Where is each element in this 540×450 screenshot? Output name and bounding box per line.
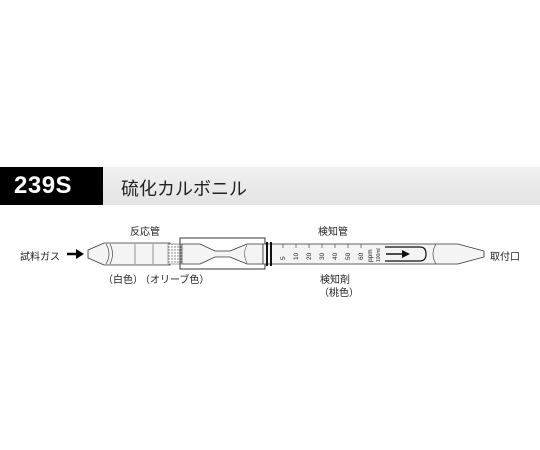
detector-tube: 5 10 20 30 40 50 60 ppm 100ml bbox=[262, 242, 485, 266]
detector-tube-label: 検知管 bbox=[318, 227, 348, 238]
scale-label-20: 20 bbox=[306, 252, 313, 260]
product-header: 239S bbox=[0, 167, 540, 205]
flow-arrow-icon bbox=[67, 249, 84, 259]
olive-color-label: （オリーブ色） bbox=[140, 275, 210, 286]
scale-label-50: 50 bbox=[345, 252, 352, 260]
scale-label-10: 10 bbox=[293, 252, 300, 260]
scale-label-5: 5 bbox=[280, 256, 287, 260]
white-color-label: （白色） bbox=[103, 275, 143, 286]
scale-label-60: 60 bbox=[358, 252, 365, 260]
product-code-box: 239S bbox=[0, 167, 103, 205]
connector-sleeve bbox=[179, 237, 266, 270]
scale-labels: 5 10 20 30 40 50 60 ppm 100ml bbox=[280, 248, 382, 262]
scale-label-30: 30 bbox=[319, 252, 326, 260]
scale-volume: 100ml bbox=[376, 248, 382, 262]
product-name: 硫化カルボニル bbox=[121, 179, 247, 200]
reaction-tube-label: 反応管 bbox=[130, 227, 160, 238]
direction-arrow-icon bbox=[385, 246, 427, 262]
product-code: 239S bbox=[14, 172, 73, 199]
outlet-label: 取付口 bbox=[490, 252, 520, 263]
product-name-box bbox=[103, 167, 540, 205]
scale-ticks bbox=[282, 244, 362, 248]
scale-unit: ppm bbox=[367, 249, 374, 262]
peach-color-label: （桃色） bbox=[319, 288, 359, 299]
sample-gas-label: 試料ガス bbox=[20, 252, 60, 263]
reagent-label: 検知剤 bbox=[320, 275, 350, 286]
reaction-tube bbox=[87, 242, 183, 266]
scale-label-40: 40 bbox=[332, 252, 339, 260]
